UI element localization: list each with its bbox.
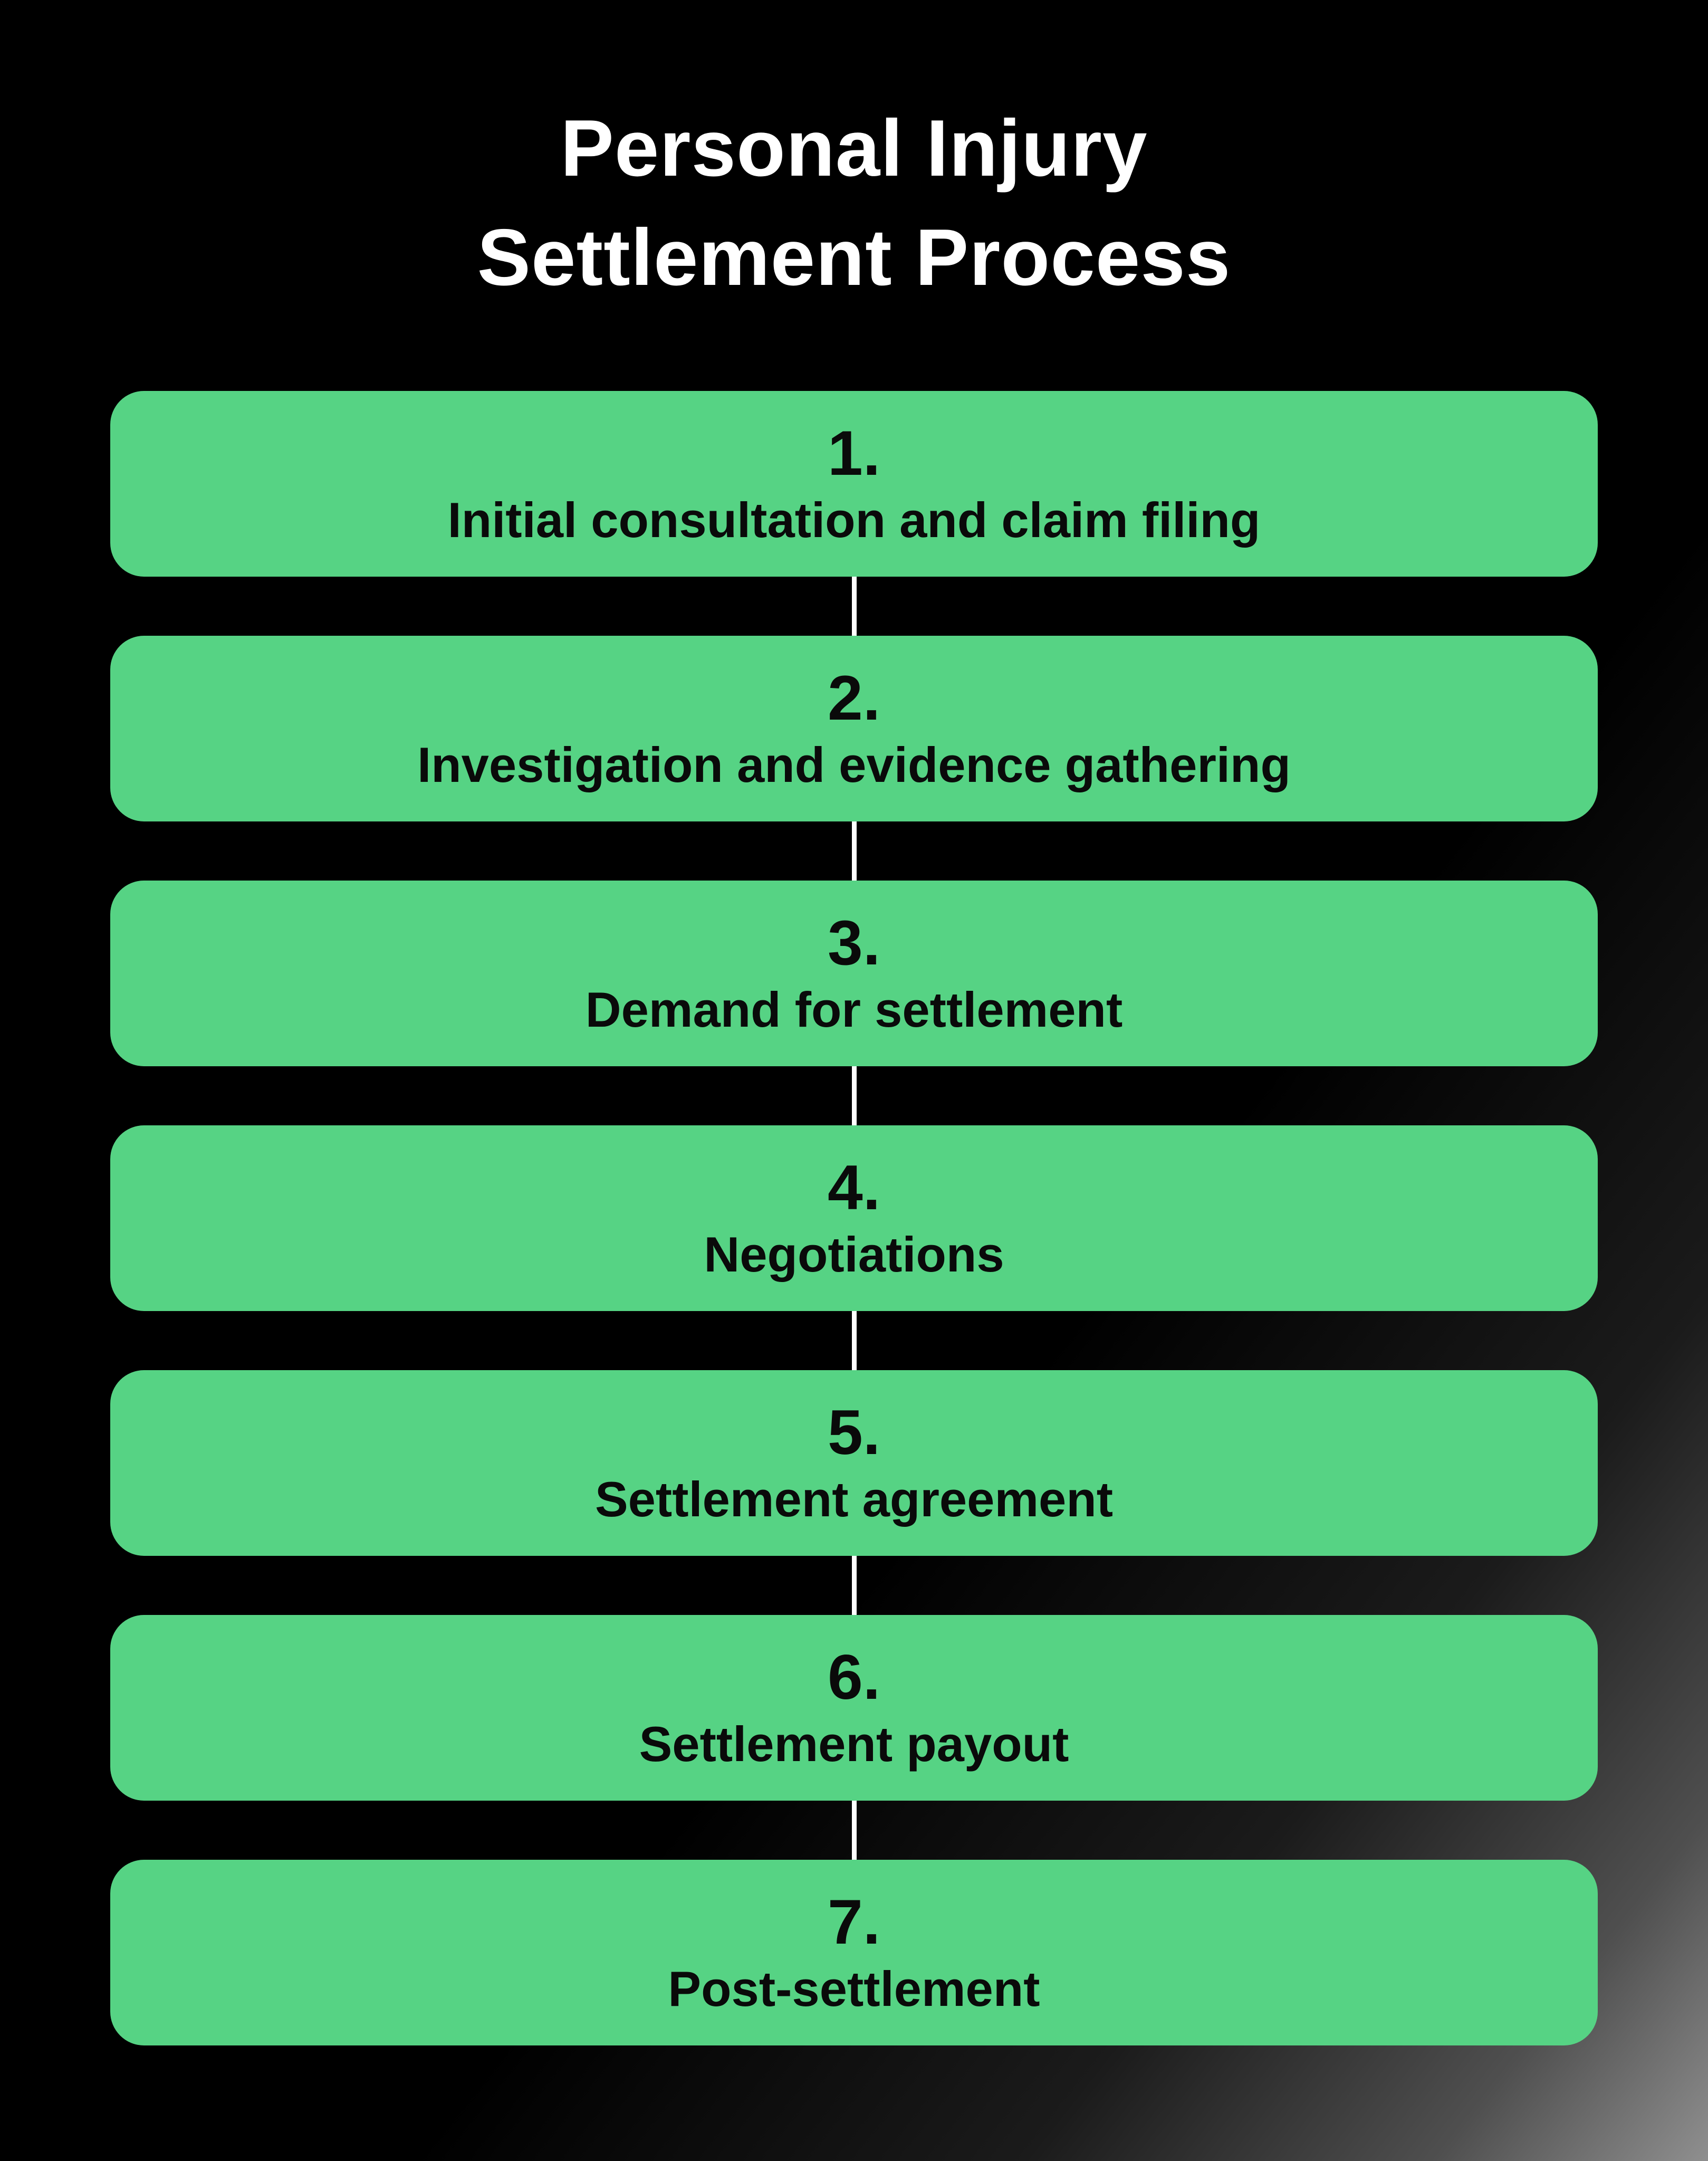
process-step: 7. Post-settlement (110, 1860, 1598, 2045)
step-number: 7. (827, 1886, 881, 1957)
step-number: 6. (827, 1641, 881, 1713)
step-number: 1. (827, 417, 881, 489)
step-label: Settlement payout (639, 1716, 1069, 1772)
title-line-1: Personal Injury (560, 103, 1148, 193)
step-label: Investigation and evidence gathering (417, 737, 1291, 792)
page-title: Personal Injury Settlement Process (0, 94, 1708, 312)
step-label: Negotiations (704, 1226, 1004, 1282)
step-number: 3. (827, 907, 881, 978)
process-flow: 1. Initial consultation and claim filing… (0, 391, 1708, 2045)
step-box: 6. Settlement payout (110, 1615, 1598, 1801)
process-step: 2. Investigation and evidence gathering (110, 636, 1598, 881)
step-box: 7. Post-settlement (110, 1860, 1598, 2045)
connector-line (851, 1066, 857, 1125)
process-step: 1. Initial consultation and claim filing (110, 391, 1598, 636)
step-label: Demand for settlement (585, 981, 1123, 1037)
process-step: 3. Demand for settlement (110, 881, 1598, 1125)
step-box: 1. Initial consultation and claim filing (110, 391, 1598, 577)
process-step: 5. Settlement agreement (110, 1370, 1598, 1615)
step-box: 4. Negotiations (110, 1125, 1598, 1311)
step-number: 4. (827, 1152, 881, 1223)
step-label: Settlement agreement (594, 1471, 1114, 1527)
process-step: 6. Settlement payout (110, 1615, 1598, 1860)
step-number: 5. (827, 1397, 881, 1468)
connector-line (851, 1311, 857, 1370)
connector-line (851, 1801, 857, 1860)
step-box: 2. Investigation and evidence gathering (110, 636, 1598, 821)
step-box: 3. Demand for settlement (110, 881, 1598, 1066)
step-label: Initial consultation and claim filing (447, 492, 1261, 548)
process-step: 4. Negotiations (110, 1125, 1598, 1370)
step-label: Post-settlement (668, 1961, 1040, 2016)
step-box: 5. Settlement agreement (110, 1370, 1598, 1556)
title-line-2: Settlement Process (477, 212, 1231, 302)
connector-line (851, 1556, 857, 1615)
step-number: 2. (827, 662, 881, 733)
connector-line (851, 577, 857, 636)
connector-line (851, 821, 857, 881)
